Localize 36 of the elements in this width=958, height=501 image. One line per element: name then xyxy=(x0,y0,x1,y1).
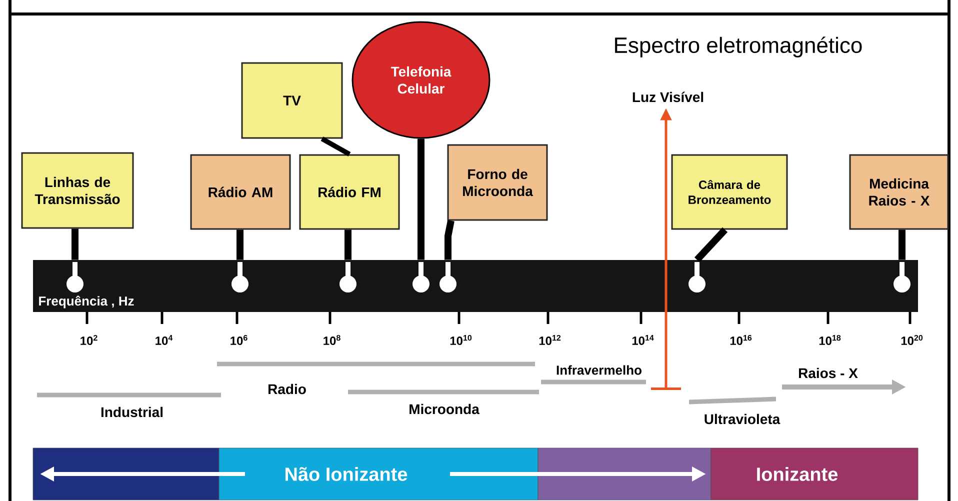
tick-label: 10$^{10}$ xyxy=(450,334,472,346)
tick-label: 10$^{20}$ xyxy=(901,334,923,346)
label-box: Forno de Microonda xyxy=(447,144,548,221)
label-box: Rádio FM xyxy=(299,154,400,230)
connector-line xyxy=(694,227,728,262)
label-box: Medicina Raios - X xyxy=(849,154,949,230)
range-label: Radio xyxy=(268,384,306,394)
label-box: Rádio AM xyxy=(190,154,291,230)
tick-label: 10$^{16}$ xyxy=(730,334,752,346)
range-label: Industrial xyxy=(101,406,163,418)
label-box: Linhas de Transmissão xyxy=(21,152,134,229)
range-label: Ultravioleta xyxy=(704,414,780,424)
axis-title: Frequência , Hz xyxy=(39,296,134,308)
label-box: Câmara de Bronzeamento xyxy=(671,154,788,230)
connector-line xyxy=(236,230,244,260)
connector-line xyxy=(344,230,352,260)
connector-line xyxy=(444,220,454,260)
band-label: Não Ionizante xyxy=(286,467,408,481)
title: Espectro eletromagnético xyxy=(615,36,862,58)
tick-label: 10$^{8}$ xyxy=(324,334,340,346)
range-label: Microonda xyxy=(410,404,480,414)
tick-label: 10$^{12}$ xyxy=(539,334,561,346)
tick-label: 10$^{2}$ xyxy=(80,334,98,346)
connector-line xyxy=(418,138,424,260)
connector-line xyxy=(72,228,78,260)
range-label: Infravermelho xyxy=(556,365,642,375)
connector-line xyxy=(320,136,351,156)
tick-label: 10$^{18}$ xyxy=(819,334,841,346)
spectrum-label: Luz Visível xyxy=(632,92,704,102)
tick-label: 10$^{4}$ xyxy=(156,335,173,345)
label-box: TV xyxy=(241,62,343,139)
tick-label: 10$^{6}$ xyxy=(230,334,248,346)
connector-line xyxy=(898,230,906,260)
range-label: Raios - X xyxy=(799,368,858,378)
tick-label: 10$^{14}$ xyxy=(632,335,654,345)
band-label: Ionizante xyxy=(757,467,838,481)
